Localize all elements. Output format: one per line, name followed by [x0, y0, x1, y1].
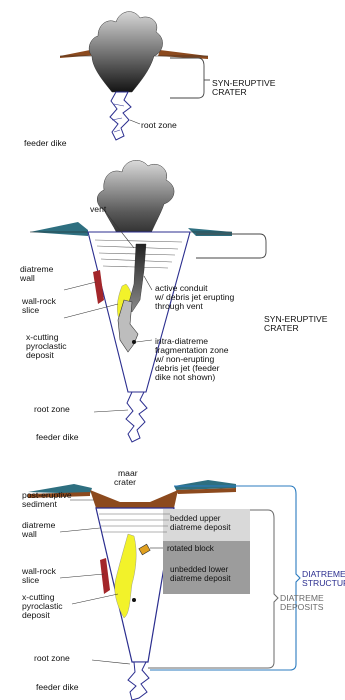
bedded-label-1: bedded upper [170, 514, 221, 523]
root-zone-breccia-3 [128, 662, 149, 700]
feeder-dike-label: feeder dike [24, 138, 67, 148]
rotated-block-label: rotated block [167, 544, 215, 553]
x-cutting-label-3c: deposit [22, 610, 50, 620]
root-zone-leader [130, 120, 140, 124]
root-zone-leader-2 [94, 410, 128, 412]
crater-label-2b: CRATER [264, 323, 299, 333]
unbedded-label-1: unbedded lower [170, 565, 229, 574]
panel-3: maar crater post-eruptive sediment diatr… [21, 468, 345, 700]
wall-rock-slice-label-3b: slice [22, 575, 39, 585]
feeder-dike-label-2: feeder dike [36, 432, 79, 442]
vent-label: vent [90, 204, 107, 214]
diatreme-wall-label-2: wall [19, 273, 35, 283]
unbedded-label-2: diatreme deposit [170, 574, 231, 583]
deposits-label-2: DEPOSITS [280, 602, 324, 612]
root-zone-breccia-2 [126, 392, 147, 442]
post-eruptive-sediment [90, 490, 178, 508]
eruption-plume [89, 12, 162, 92]
crater-bracket [170, 58, 204, 98]
fragment-dot [132, 340, 136, 344]
panel-1: SYN-ERUPTIVE CRATER root zone feeder dik… [24, 12, 276, 148]
diatreme-wall-label-3b: wall [21, 529, 37, 539]
wall-rock-slice-label-2: slice [22, 305, 39, 315]
fragmentation-label-5: dike not shown) [155, 372, 215, 382]
maar-label-2: crater [114, 477, 136, 487]
crater-bracket-2 [196, 234, 266, 258]
root-zone-label-2: root zone [34, 404, 70, 414]
fragment-dot-3 [132, 598, 136, 602]
bedded-label-2: diatreme deposit [170, 523, 231, 532]
crater-label-2: CRATER [212, 87, 247, 97]
x-cutting-label-3: deposit [26, 350, 54, 360]
structure-label-2: STRUCTURE [302, 578, 345, 588]
panel-2: vent diatreme wall wall-rock slice x-cut… [19, 160, 328, 442]
teal-wedge-left [30, 222, 88, 236]
active-conduit-label-3: through vent [155, 301, 203, 311]
root-zone-breccia [110, 92, 131, 140]
feeder-dike-label-3: feeder dike [36, 682, 79, 692]
root-zone-label-3: root zone [34, 653, 70, 663]
root-zone-label: root zone [141, 120, 177, 130]
post-eruptive-label-2: sediment [22, 499, 57, 509]
root-zone-leader-3 [92, 660, 130, 664]
